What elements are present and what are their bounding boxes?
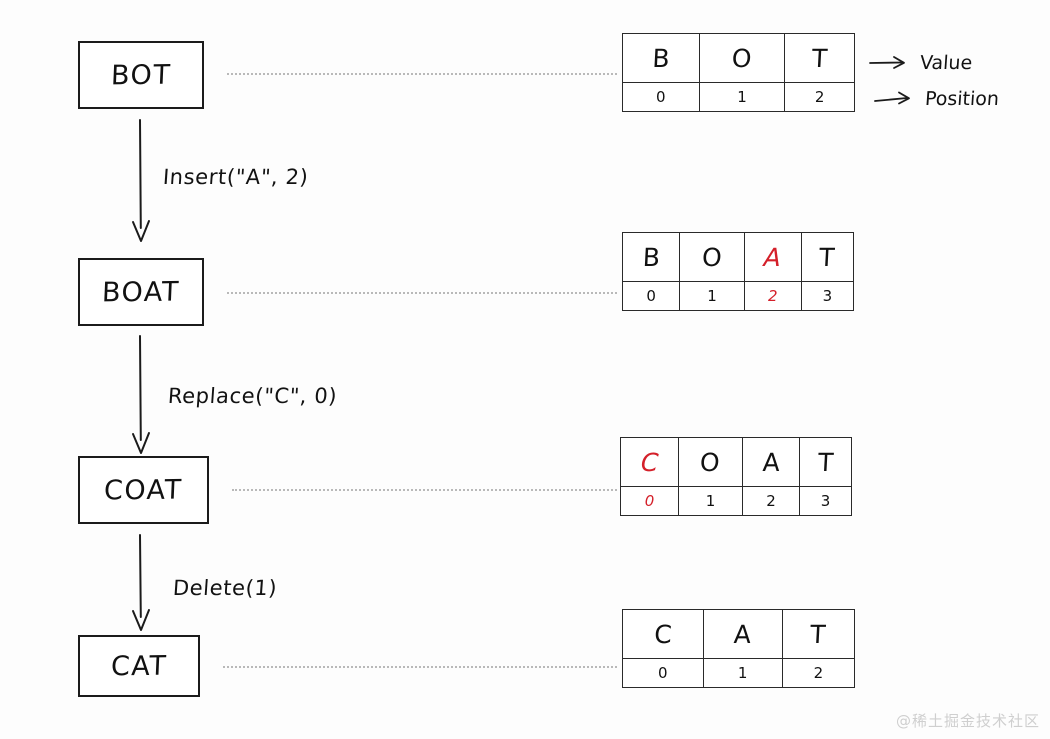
word-box-label: BOAT xyxy=(101,276,181,308)
position-cell: 1 xyxy=(677,486,744,516)
operation-label-insert: Insert("A", 2) xyxy=(162,165,310,189)
word-box-label: BOT xyxy=(110,59,172,91)
value-cell: C xyxy=(621,609,705,659)
value-cell: A xyxy=(741,437,801,487)
operation-label-replace: Replace("C", 0) xyxy=(167,384,338,408)
table-row-positions: 0 1 2 3 xyxy=(621,281,855,311)
table-row-values: C A T xyxy=(621,609,856,659)
value-cell: O xyxy=(677,437,744,487)
position-cell: 0 xyxy=(622,658,704,688)
word-box-cat: CAT xyxy=(78,635,200,697)
legend-row-value: Value xyxy=(869,52,973,74)
table-row-values: B O A T xyxy=(621,232,855,282)
table-row-positions: 0 1 2 xyxy=(622,82,855,112)
flow-arrow-insert xyxy=(132,119,150,242)
legend-row-position: Position xyxy=(874,88,1000,110)
position-cell: 1 xyxy=(679,281,745,311)
word-box-boat: BOAT xyxy=(78,258,204,326)
value-cell: B xyxy=(621,232,682,282)
value-cell: T xyxy=(783,33,856,83)
cell-table-bot: B O T 0 1 2 xyxy=(621,33,856,112)
position-cell: 3 xyxy=(799,486,852,516)
position-cell-highlighted: 2 xyxy=(743,281,802,311)
word-box-label: COAT xyxy=(103,474,184,506)
legend-label-value: Value xyxy=(919,52,973,74)
cell-table-cat: C A T 0 1 2 xyxy=(621,609,856,688)
flow-arrow-delete xyxy=(132,534,150,631)
value-cell: A xyxy=(701,609,784,659)
position-cell-highlighted: 0 xyxy=(620,486,679,516)
position-cell: 1 xyxy=(698,82,786,112)
arrow-right-icon xyxy=(869,56,905,69)
position-cell: 2 xyxy=(784,82,855,112)
value-cell: T xyxy=(798,437,853,487)
dotted-connector-cat xyxy=(223,666,617,669)
dotted-connector-bot xyxy=(227,73,617,76)
position-cell: 2 xyxy=(742,486,801,516)
dotted-connector-boat xyxy=(227,292,617,295)
word-box-label: CAT xyxy=(110,650,168,682)
legend-label-position: Position xyxy=(924,88,1000,110)
value-cell: O xyxy=(697,33,787,83)
arrow-right-icon xyxy=(874,91,910,105)
word-box-coat: COAT xyxy=(78,456,209,524)
cell-table-coat: C O A T 0 1 2 3 xyxy=(619,437,853,516)
table-row-values: C O A T xyxy=(619,437,853,487)
operation-label-delete: Delete(1) xyxy=(172,576,278,600)
position-cell: 0 xyxy=(621,281,681,311)
watermark-text: @稀土掘金技术社区 xyxy=(895,712,1040,730)
value-cell: T xyxy=(781,609,856,659)
word-box-bot: BOT xyxy=(78,41,204,109)
position-cell: 0 xyxy=(622,82,700,112)
value-cell-highlighted: C xyxy=(619,437,680,487)
table-row-values: B O T xyxy=(621,33,856,83)
dotted-connector-coat xyxy=(232,489,617,492)
value-cell: T xyxy=(800,232,855,282)
table-row-positions: 0 1 2 3 xyxy=(620,486,852,516)
value-cell: B xyxy=(621,33,701,83)
cell-table-boat: B O A T 0 1 2 3 xyxy=(621,232,855,311)
value-cell-highlighted: A xyxy=(742,232,803,282)
value-cell: O xyxy=(678,232,746,282)
position-cell: 3 xyxy=(800,281,855,311)
table-row-positions: 0 1 2 xyxy=(622,658,856,688)
position-cell: 1 xyxy=(702,658,783,688)
flow-arrow-replace xyxy=(132,335,150,454)
position-cell: 2 xyxy=(781,658,856,688)
